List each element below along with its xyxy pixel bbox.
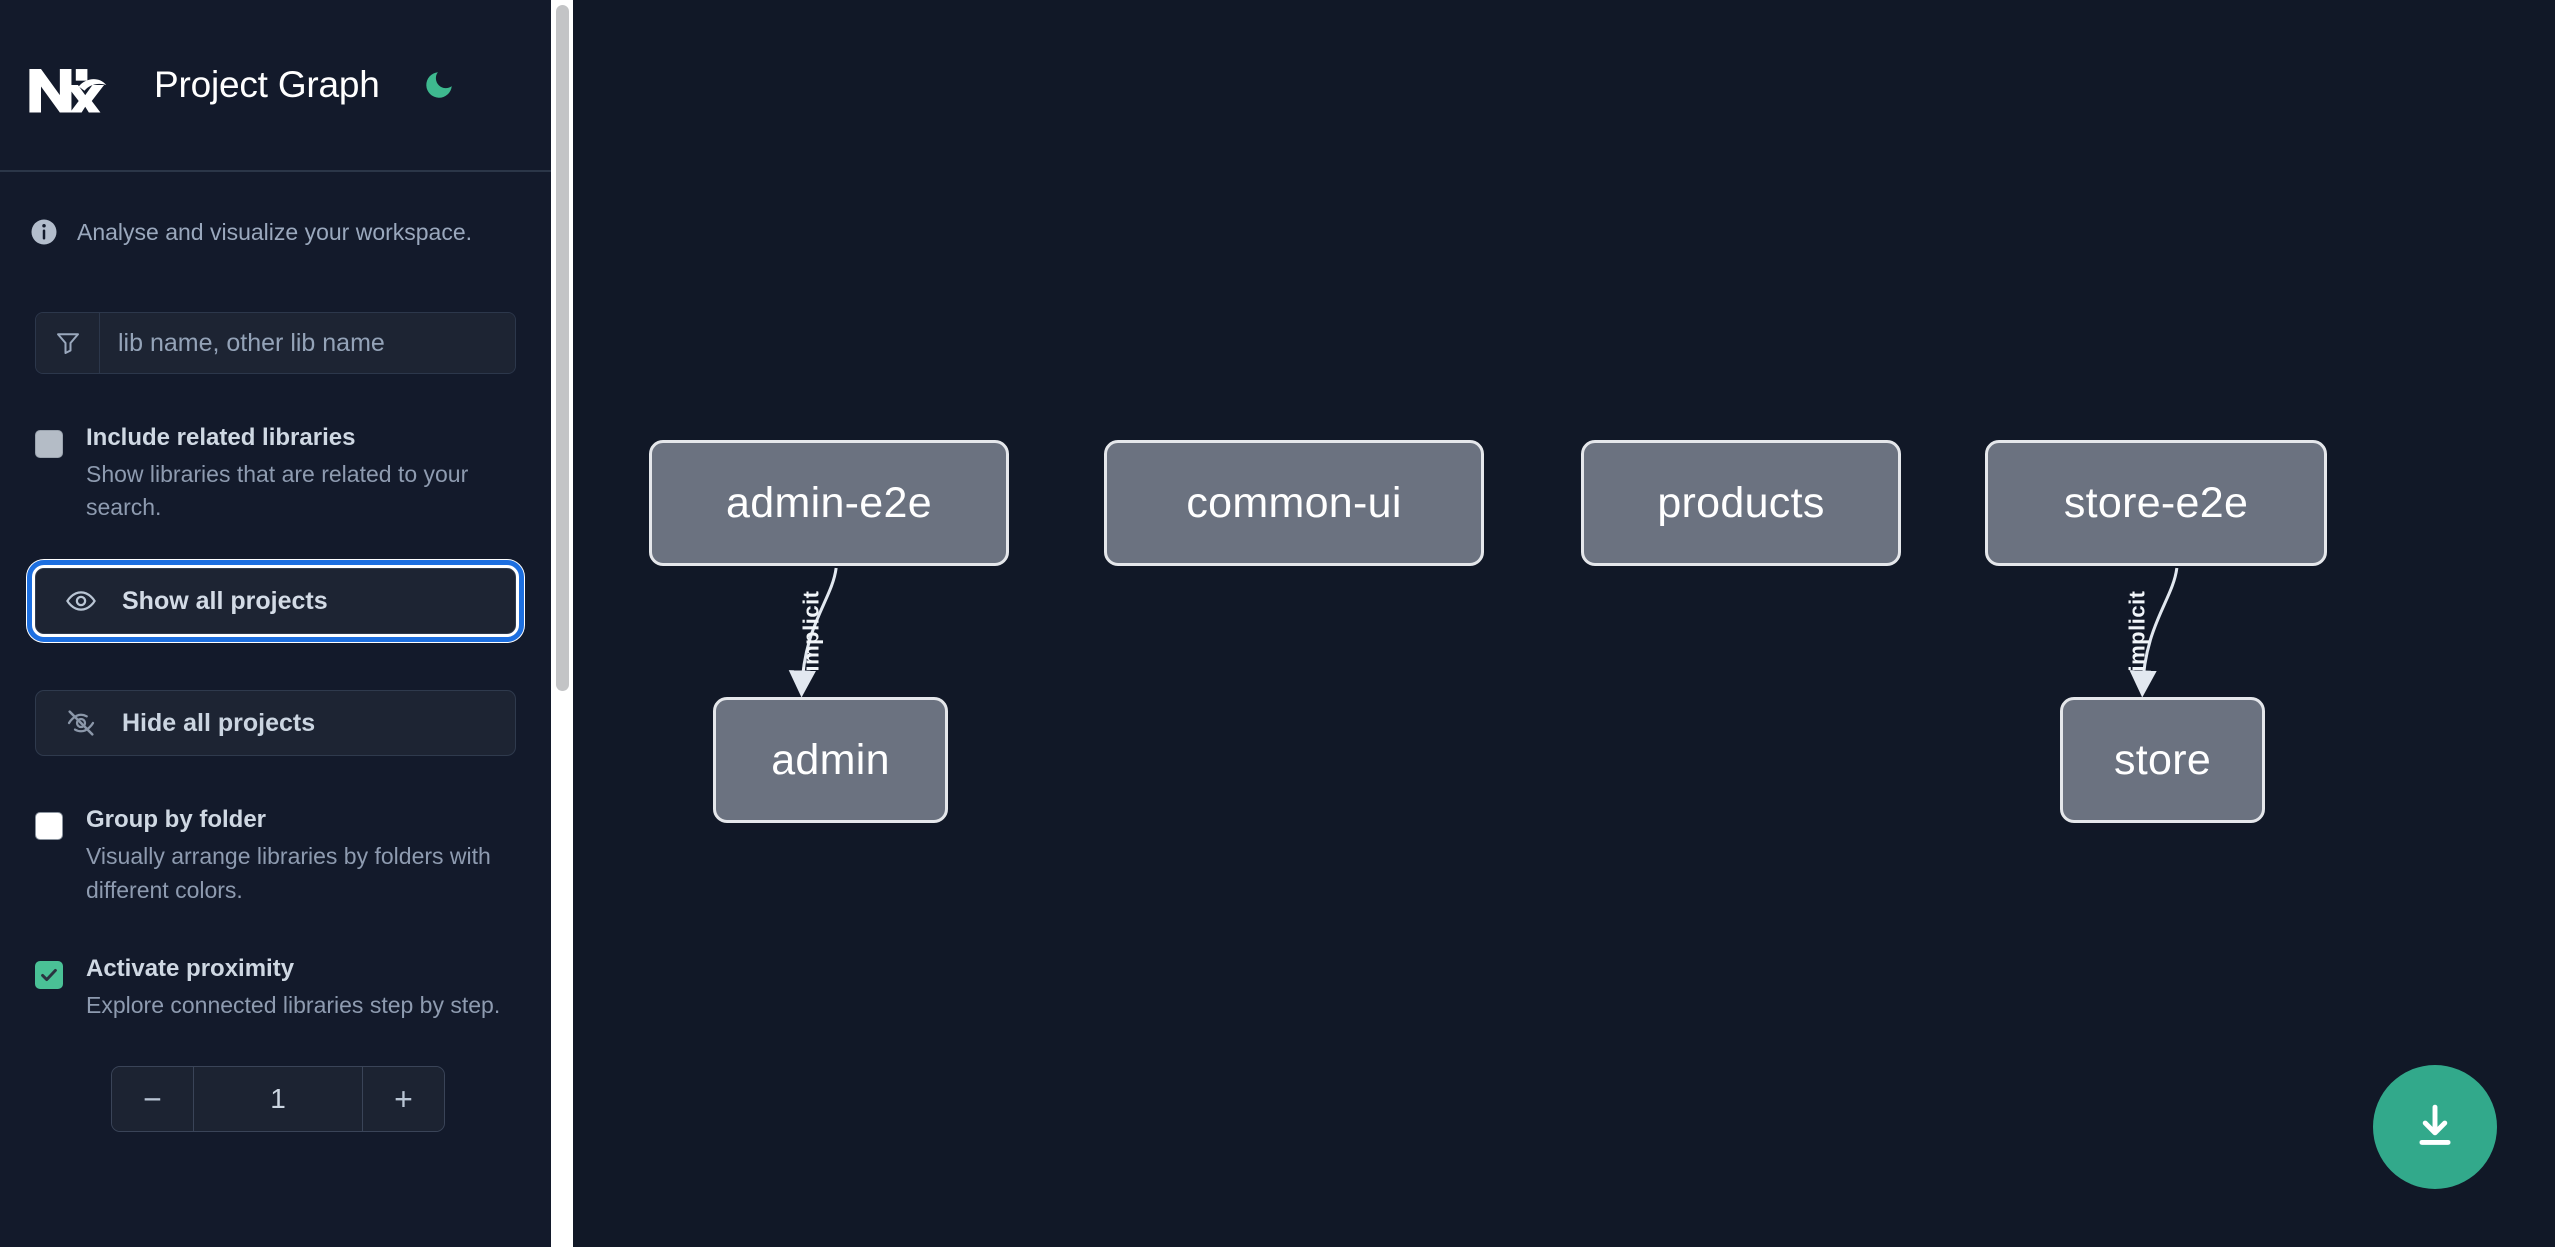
option-title: Activate proximity (86, 954, 295, 982)
option-include-related-libraries[interactable]: Include related libraries Show libraries… (35, 424, 516, 524)
proximity-decrement-button[interactable]: − (112, 1067, 194, 1132)
workspace-info: Analyse and visualize your workspace. (29, 217, 516, 247)
option-description: Show libraries that are related to your … (86, 460, 469, 521)
moon-icon[interactable] (418, 64, 460, 106)
graph-node-admin-e2e[interactable]: admin-e2e (649, 440, 1009, 566)
option-title: Include related libraries (86, 424, 356, 451)
include-related-libraries-checkbox[interactable] (35, 430, 63, 458)
node-label: store-e2e (2063, 478, 2249, 527)
proximity-value: 1 (194, 1067, 362, 1132)
hide-all-projects-button[interactable]: Hide all projects (35, 690, 516, 757)
group-by-folder-checkbox[interactable] (35, 812, 63, 841)
sidebar-scrollbar-thumb[interactable] (556, 5, 569, 691)
graph-node-store[interactable]: store (2060, 697, 2265, 823)
nx-logo (29, 69, 107, 113)
activate-proximity-checkbox[interactable] (35, 960, 63, 989)
sidebar-scrollbar-track[interactable] (551, 0, 573, 1247)
node-label: common-ui (1186, 478, 1402, 527)
sidebar: Project Graph Analyse and visualize your… (0, 0, 551, 1247)
graph-canvas[interactable]: admin-e2e common-ui products store-e2e a… (551, 0, 2555, 1247)
sidebar-header: Project Graph (0, 0, 551, 172)
option-description: Explore connected libraries step by step… (86, 991, 501, 1018)
graph-node-common-ui[interactable]: common-ui (1104, 440, 1484, 566)
node-label: admin-e2e (726, 478, 932, 527)
hide-all-projects-label: Hide all projects (122, 708, 316, 737)
option-description: Visually arrange libraries by folders wi… (86, 843, 491, 903)
graph-node-store-e2e[interactable]: store-e2e (1985, 440, 2327, 566)
funnel-icon (36, 313, 100, 373)
filter-group (35, 312, 516, 374)
show-all-projects-button[interactable]: Show all projects (27, 560, 524, 643)
option-title: Group by folder (86, 806, 266, 834)
node-label: admin (771, 735, 890, 784)
proximity-stepper: − 1 + (111, 1066, 445, 1133)
info-icon (31, 219, 57, 245)
edge-label-admin-e2e-admin: implicit (798, 590, 824, 672)
sidebar-body: Analyse and visualize your workspace. In… (0, 172, 551, 1247)
check-icon (41, 968, 57, 982)
page-title: Project Graph (154, 64, 380, 105)
graph-edges (788, 567, 2179, 698)
graph-node-products[interactable]: products (1581, 440, 1901, 566)
eye-icon (64, 584, 98, 618)
graph-node-admin[interactable]: admin (713, 697, 948, 823)
show-all-projects-label: Show all projects (122, 586, 328, 615)
option-group-by-folder[interactable]: Group by folder Visually arrange librari… (35, 806, 516, 906)
edge-label-store-e2e-store: implicit (2124, 590, 2150, 672)
workspace-info-text: Analyse and visualize your workspace. (77, 218, 473, 245)
option-activate-proximity[interactable]: Activate proximity Explore connected lib… (35, 955, 516, 1022)
node-label: products (1657, 478, 1825, 527)
download-graph-button[interactable] (2373, 1065, 2497, 1189)
node-label: store (2113, 735, 2212, 784)
search-input[interactable] (100, 313, 515, 373)
proximity-increment-button[interactable]: + (362, 1067, 444, 1132)
eye-off-icon (64, 706, 98, 740)
download-icon (2419, 1104, 2451, 1145)
